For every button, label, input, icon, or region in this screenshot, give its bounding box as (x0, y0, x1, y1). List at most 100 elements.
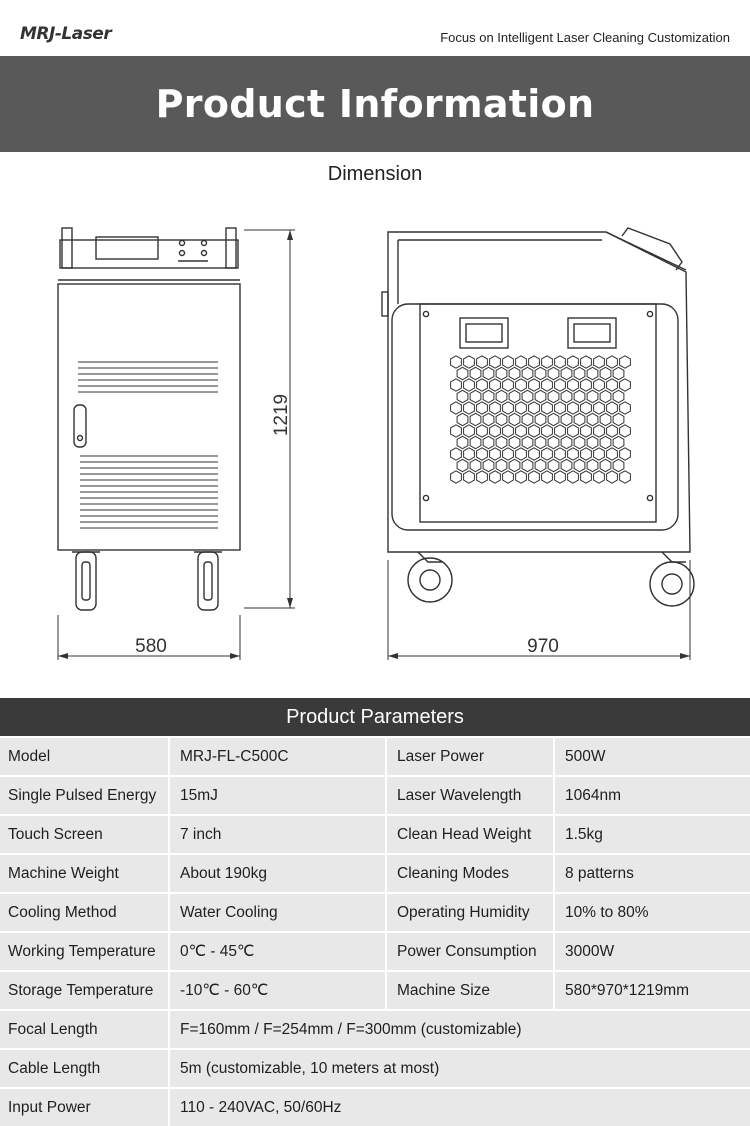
vent-hexagon (619, 447, 631, 461)
product-parameters: Product Parameters Model MRJ-FL-C500C La… (0, 698, 750, 1126)
param-label: Power Consumption (387, 933, 555, 970)
table-row: Cable Length 5m (customizable, 10 meters… (0, 1048, 750, 1087)
vent-hexagon (560, 366, 573, 381)
top-bar: MRJ-Laser Focus on Intelligent Laser Cle… (0, 0, 750, 56)
vent-hexagon (541, 447, 553, 461)
vent-hexagon (567, 401, 579, 415)
vent-hexagon (619, 424, 631, 438)
vent-hexagon (528, 378, 540, 392)
vent-hexagon (450, 447, 462, 461)
param-label: Storage Temperature (0, 972, 170, 1009)
vent-hexagon (593, 447, 605, 461)
vent-hexagon (508, 412, 521, 427)
table-row: Single Pulsed Energy 15mJ Laser Waveleng… (0, 775, 750, 814)
table-row: Model MRJ-FL-C500C Laser Power 500W (0, 736, 750, 775)
vent-hexagon (469, 435, 482, 450)
vent-hexagon (508, 389, 521, 404)
vent-hexagon (567, 355, 579, 369)
param-label: Clean Head Weight (387, 816, 555, 853)
vent-hexagon (489, 378, 501, 392)
vent-hexagon (580, 401, 592, 415)
param-value: 0℃ - 45℃ (170, 933, 387, 970)
vent-hexagon (580, 447, 592, 461)
vent-hexagon (606, 401, 618, 415)
vent-hexagon (560, 435, 573, 450)
vent-hexagon (495, 412, 508, 427)
vent-hexagon (580, 424, 592, 438)
vent-hexagon (476, 447, 488, 461)
table-row: Storage Temperature -10℃ - 60℃ Machine S… (0, 970, 750, 1009)
vent-hexagon (599, 458, 612, 473)
vent-hexagon (489, 401, 501, 415)
param-label: Laser Wavelength (387, 777, 555, 814)
vent-hexagon (573, 435, 586, 450)
vent-hexagon (495, 435, 508, 450)
vent-hexagon (573, 389, 586, 404)
vent-hexagon (476, 470, 488, 484)
vent-hexagon (469, 389, 482, 404)
vent-hexagon (619, 355, 631, 369)
table-row: Touch Screen 7 inch Clean Head Weight 1.… (0, 814, 750, 853)
param-label: Working Temperature (0, 933, 170, 970)
vent-hexagon (593, 470, 605, 484)
vent-hexagon (450, 424, 462, 438)
table-row: Machine Weight About 190kg Cleaning Mode… (0, 853, 750, 892)
vent-hexagon (502, 401, 514, 415)
param-value: 8 patterns (555, 855, 750, 892)
vent-hexagon (495, 458, 508, 473)
vent-hexagon (528, 401, 540, 415)
param-value: 7 inch (170, 816, 387, 853)
vent-hexagon (541, 355, 553, 369)
param-value: MRJ-FL-C500C (170, 738, 387, 775)
vent-hexagon (463, 424, 475, 438)
param-label: Operating Humidity (387, 894, 555, 931)
vent-hexagon (606, 447, 618, 461)
vent-hexagon (521, 389, 534, 404)
vent-hexagon (508, 458, 521, 473)
vent-hexagon (554, 378, 566, 392)
parameters-title: Product Parameters (0, 698, 750, 736)
vent-hexagon (593, 424, 605, 438)
vent-hexagon (541, 378, 553, 392)
vent-hexagon (554, 355, 566, 369)
vent-hexagon (502, 355, 514, 369)
vent-hexagon (586, 435, 599, 450)
vent-hexagon (469, 412, 482, 427)
param-value: 3000W (555, 933, 750, 970)
vent-hexagon (521, 458, 534, 473)
vent-hexagon (599, 389, 612, 404)
brand-logo: MRJ-Laser (20, 24, 112, 44)
vent-hexagon (508, 435, 521, 450)
param-label: Cable Length (0, 1050, 170, 1087)
vent-hexagon (599, 366, 612, 381)
param-value: 1.5kg (555, 816, 750, 853)
vent-hexagon (599, 412, 612, 427)
vent-hexagon (521, 435, 534, 450)
vent-hexagon (606, 355, 618, 369)
vent-hexagon (463, 447, 475, 461)
length-dimension-label: 970 (527, 636, 559, 657)
vent-hexagon (489, 355, 501, 369)
vent-hexagon (463, 470, 475, 484)
param-value: 15mJ (170, 777, 387, 814)
vent-hexagon (508, 366, 521, 381)
tagline: Focus on Intelligent Laser Cleaning Cust… (440, 30, 730, 45)
vent-hexagon (567, 378, 579, 392)
table-row: Input Power 110 - 240VAC, 50/60Hz (0, 1087, 750, 1126)
vent-hexagon (606, 378, 618, 392)
vent-hexagon (502, 447, 514, 461)
vent-hexagon (619, 470, 631, 484)
vent-hexagon (456, 366, 469, 381)
param-label: Input Power (0, 1089, 170, 1126)
vent-hexagon (567, 470, 579, 484)
vent-hexagon (528, 355, 540, 369)
param-value: 580*970*1219mm (555, 972, 750, 1009)
vent-hexagon (554, 424, 566, 438)
param-value: F=160mm / F=254mm / F=300mm (customizabl… (170, 1011, 750, 1048)
vent-hexagon (580, 378, 592, 392)
vent-hexagon (463, 401, 475, 415)
vent-hexagon (560, 458, 573, 473)
vent-hexagon (456, 412, 469, 427)
vent-hexagon (482, 412, 495, 427)
param-label: Model (0, 738, 170, 775)
